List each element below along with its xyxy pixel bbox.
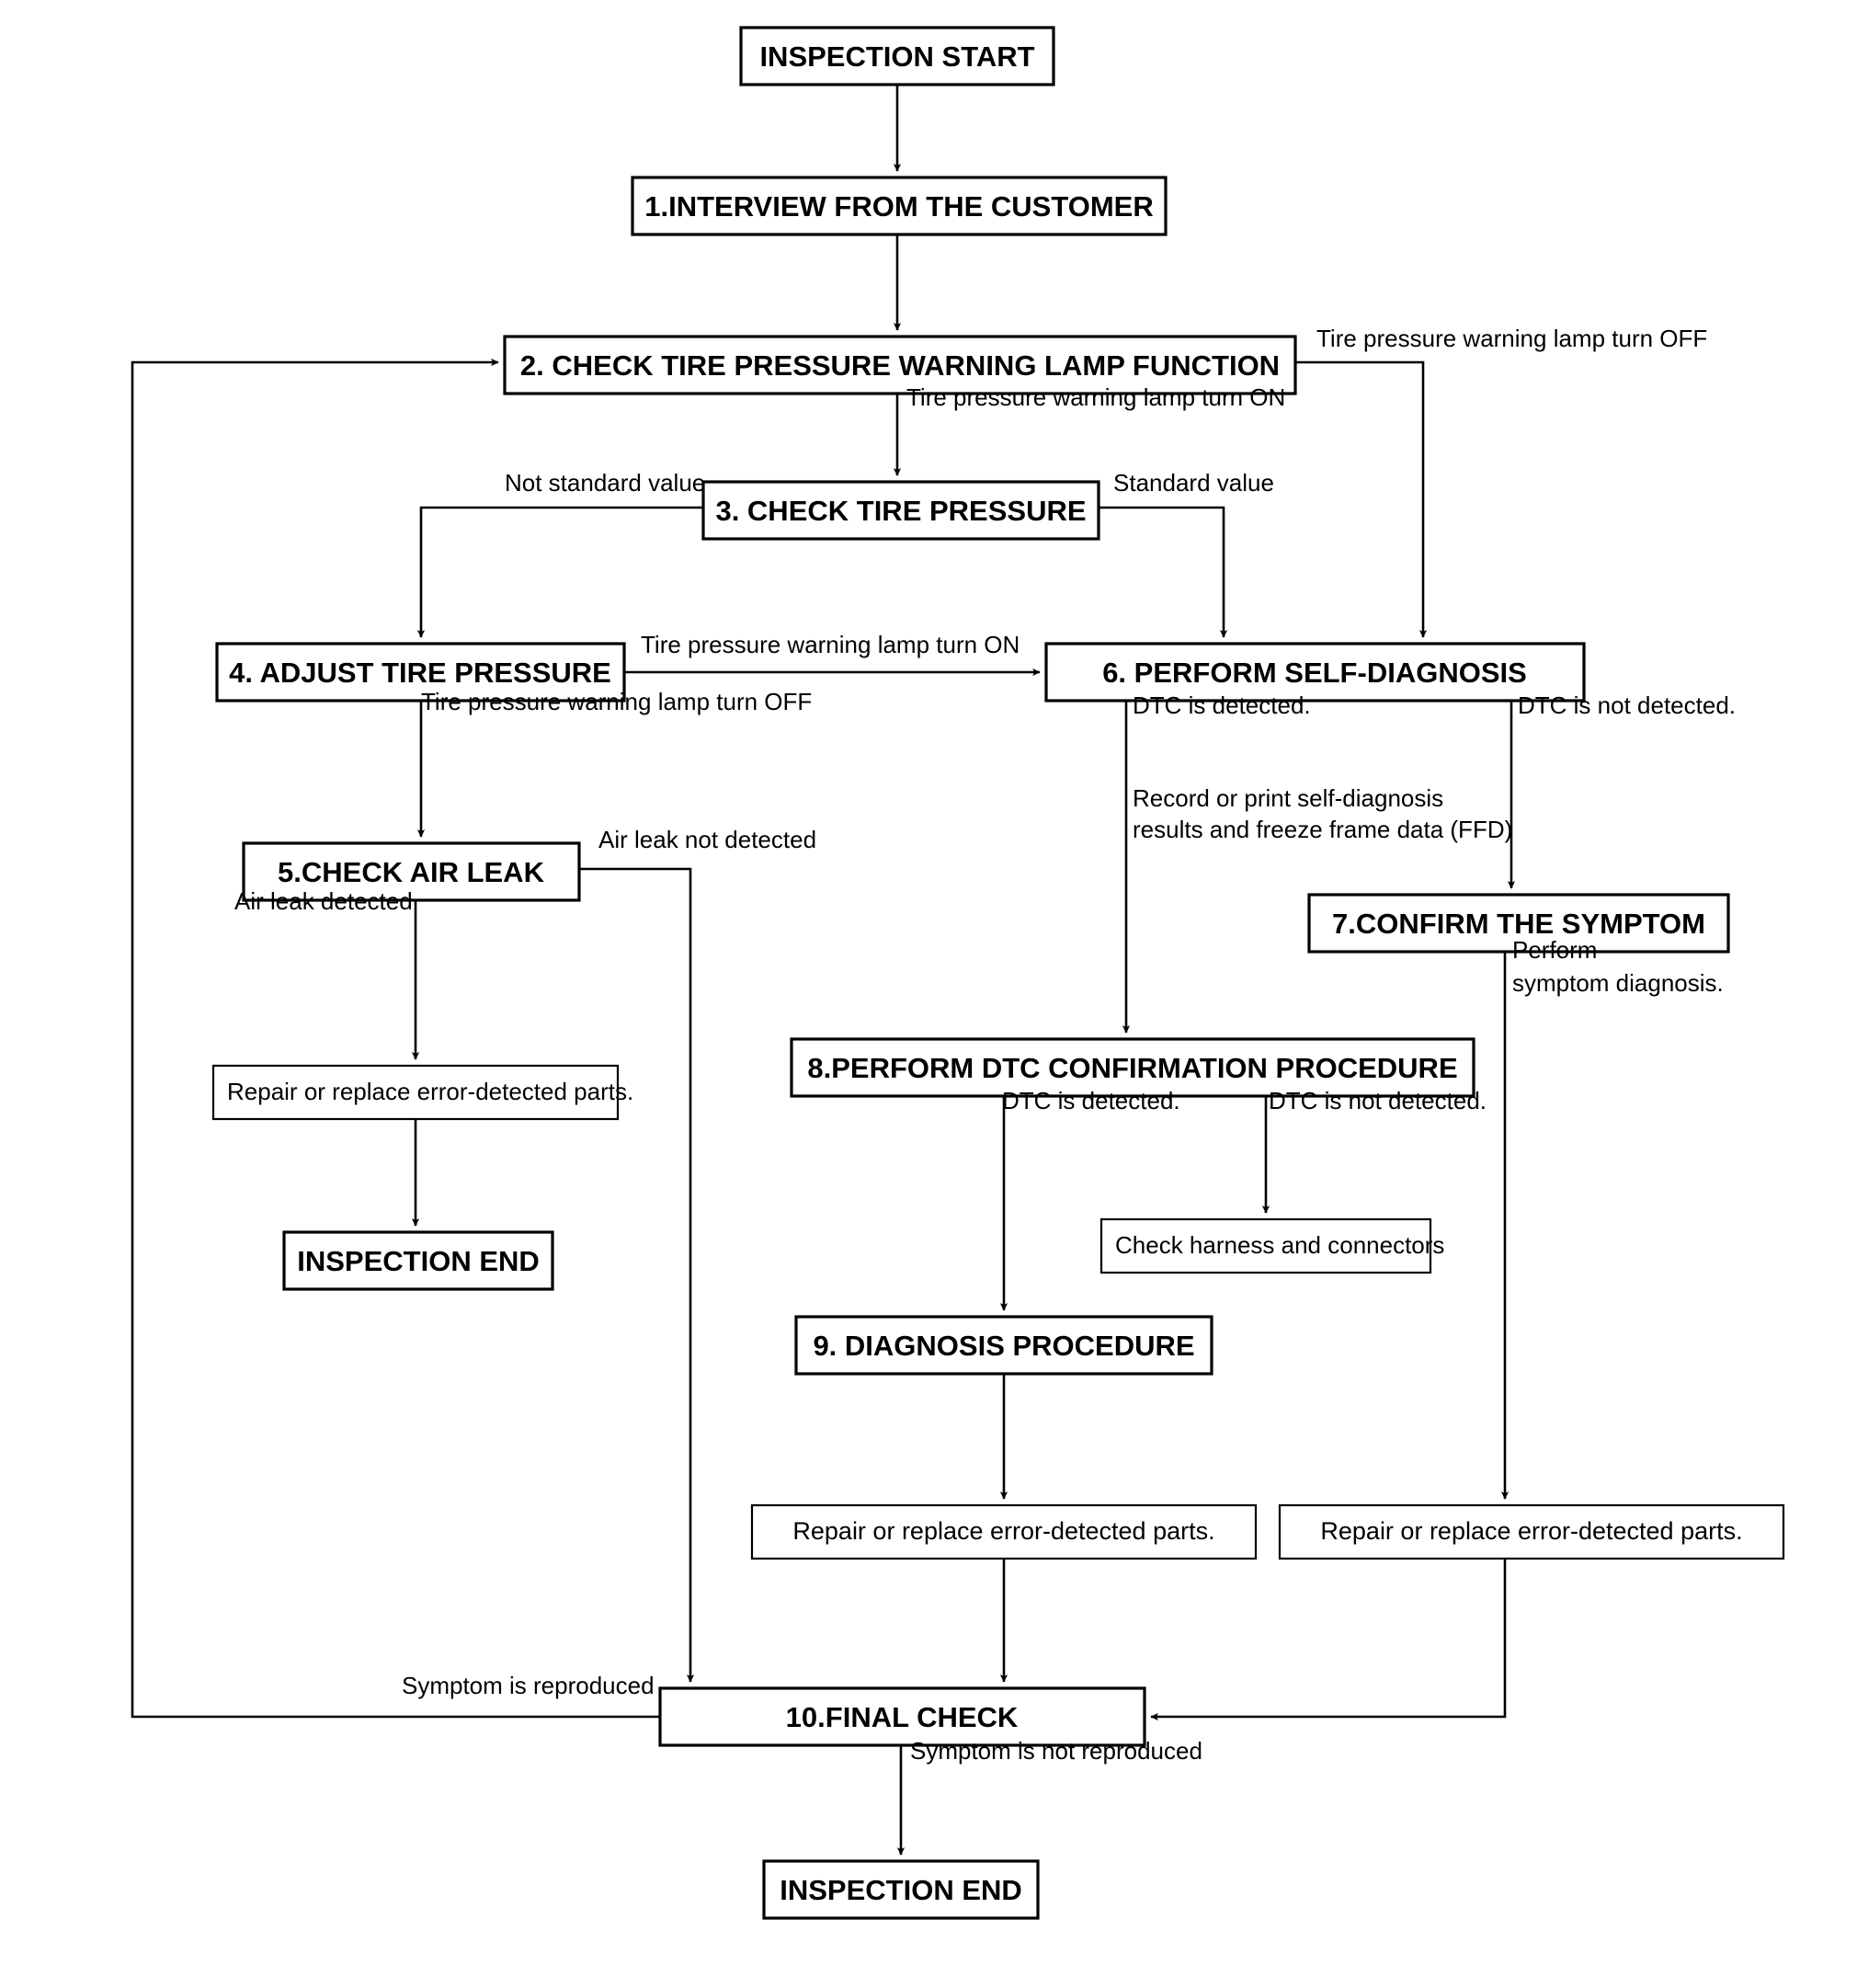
edge-label-layer: Tire pressure warning lamp turn OFF Tire… xyxy=(234,325,1736,1765)
edge-3-to-6 xyxy=(1099,506,1228,638)
node-label: 10.FINAL CHECK xyxy=(786,1701,1019,1733)
edge-label-perform-line2: symptom diagnosis. xyxy=(1512,969,1724,997)
node-repair-replace-left[interactable]: Repair or replace error-detected parts. xyxy=(211,1064,633,1121)
edge-label-dtc-detected-2: DTC is detected. xyxy=(1002,1087,1180,1114)
node-label: INSPECTION START xyxy=(759,40,1034,73)
node-label: 3. CHECK TIRE PRESSURE xyxy=(715,495,1086,527)
node-label: INSPECTION END xyxy=(780,1874,1022,1906)
edge-label-lamp-on: Tire pressure warning lamp turn ON xyxy=(906,383,1285,411)
edge-10-to-2 xyxy=(131,358,660,1719)
node-label: 7.CONFIRM THE SYMPTOM xyxy=(1332,908,1705,940)
edge-label-dtc-detected-1: DTC is detected. xyxy=(1133,691,1311,719)
node-7-confirm-the-symptom[interactable]: 7.CONFIRM THE SYMPTOM xyxy=(1307,893,1730,954)
node-label: Repair or replace error-detected parts. xyxy=(1320,1517,1742,1545)
node-label: INSPECTION END xyxy=(297,1245,540,1277)
edge-label-air-leak-not-detected: Air leak not detected xyxy=(598,826,816,853)
node-inspection-start[interactable]: INSPECTION START xyxy=(739,26,1055,86)
node-label: 5.CHECK AIR LEAK xyxy=(278,856,545,888)
edge-5-to-10 xyxy=(579,867,695,1683)
node-4-adjust-tire-pressure[interactable]: 4. ADJUST TIRE PRESSURE xyxy=(215,642,626,703)
node-5-check-air-leak[interactable]: 5.CHECK AIR LEAK xyxy=(242,841,581,902)
edge-repairC-to-10 xyxy=(1150,1559,1507,1721)
edge-label-lamp-off-right: Tire pressure warning lamp turn OFF xyxy=(1316,325,1707,352)
edge-label-perform-line1: Perform xyxy=(1512,936,1597,964)
node-inspection-end-left[interactable]: INSPECTION END xyxy=(282,1230,554,1291)
node-inspection-end-bottom[interactable]: INSPECTION END xyxy=(762,1859,1040,1920)
edge-label-lamp-off-2: Tire pressure warning lamp turn OFF xyxy=(421,688,812,715)
node-8-dtc-confirmation-procedure[interactable]: 8.PERFORM DTC CONFIRMATION PROCEDURE xyxy=(790,1037,1475,1098)
edge-layer xyxy=(131,85,1516,1856)
node-label: 6. PERFORM SELF-DIAGNOSIS xyxy=(1102,657,1527,689)
edge-label-dtc-not-detected-1: DTC is not detected. xyxy=(1518,691,1736,719)
node-6-perform-self-diagnosis[interactable]: 6. PERFORM SELF-DIAGNOSIS xyxy=(1044,642,1586,703)
node-label: 8.PERFORM DTC CONFIRMATION PROCEDURE xyxy=(807,1052,1457,1084)
node-label: 4. ADJUST TIRE PRESSURE xyxy=(229,657,611,689)
node-9-diagnosis-procedure[interactable]: 9. DIAGNOSIS PROCEDURE xyxy=(794,1315,1213,1376)
node-repair-replace-right[interactable]: Repair or replace error-detected parts. xyxy=(1278,1503,1785,1560)
node-label: Repair or replace error-detected parts. xyxy=(227,1078,633,1105)
edge-2-to-6 xyxy=(1295,360,1428,638)
node-repair-replace-middle[interactable]: Repair or replace error-detected parts. xyxy=(750,1503,1258,1560)
edge-label-symptom-reproduced: Symptom is reproduced xyxy=(402,1672,655,1699)
edge-label-record-line2: results and freeze frame data (FFD) xyxy=(1133,816,1512,843)
edge-label-dtc-not-detected-2: DTC is not detected. xyxy=(1269,1087,1487,1114)
node-layer: INSPECTION START 1.INTERVIEW FROM THE CU… xyxy=(211,26,1785,1920)
node-1-interview[interactable]: 1.INTERVIEW FROM THE CUSTOMER xyxy=(631,176,1168,236)
edge-label-symptom-not-reproduced: Symptom is not reproduced xyxy=(910,1737,1202,1765)
edge-3-to-4 xyxy=(416,506,703,638)
edge-label-lamp-on-2: Tire pressure warning lamp turn ON xyxy=(641,631,1020,658)
node-10-final-check[interactable]: 10.FINAL CHECK xyxy=(658,1686,1146,1747)
node-check-harness-connectors[interactable]: Check harness and connectors xyxy=(1099,1217,1444,1274)
node-label: 2. CHECK TIRE PRESSURE WARNING LAMP FUNC… xyxy=(520,349,1280,382)
node-3-check-tire-pressure[interactable]: 3. CHECK TIRE PRESSURE xyxy=(701,480,1100,541)
edge-label-standard-value: Standard value xyxy=(1113,469,1274,497)
node-2-check-warning-lamp[interactable]: 2. CHECK TIRE PRESSURE WARNING LAMP FUNC… xyxy=(503,335,1297,395)
edge-label-air-leak-detected: Air leak detected xyxy=(234,887,413,915)
node-label: 1.INTERVIEW FROM THE CUSTOMER xyxy=(644,190,1153,223)
edge-label-not-standard-value: Not standard value xyxy=(505,469,705,497)
edge-label-record-line1: Record or print self-diagnosis xyxy=(1133,784,1443,812)
node-label: 9. DIAGNOSIS PROCEDURE xyxy=(813,1330,1194,1362)
node-label: Repair or replace error-detected parts. xyxy=(792,1517,1214,1545)
node-label: Check harness and connectors xyxy=(1115,1231,1444,1259)
